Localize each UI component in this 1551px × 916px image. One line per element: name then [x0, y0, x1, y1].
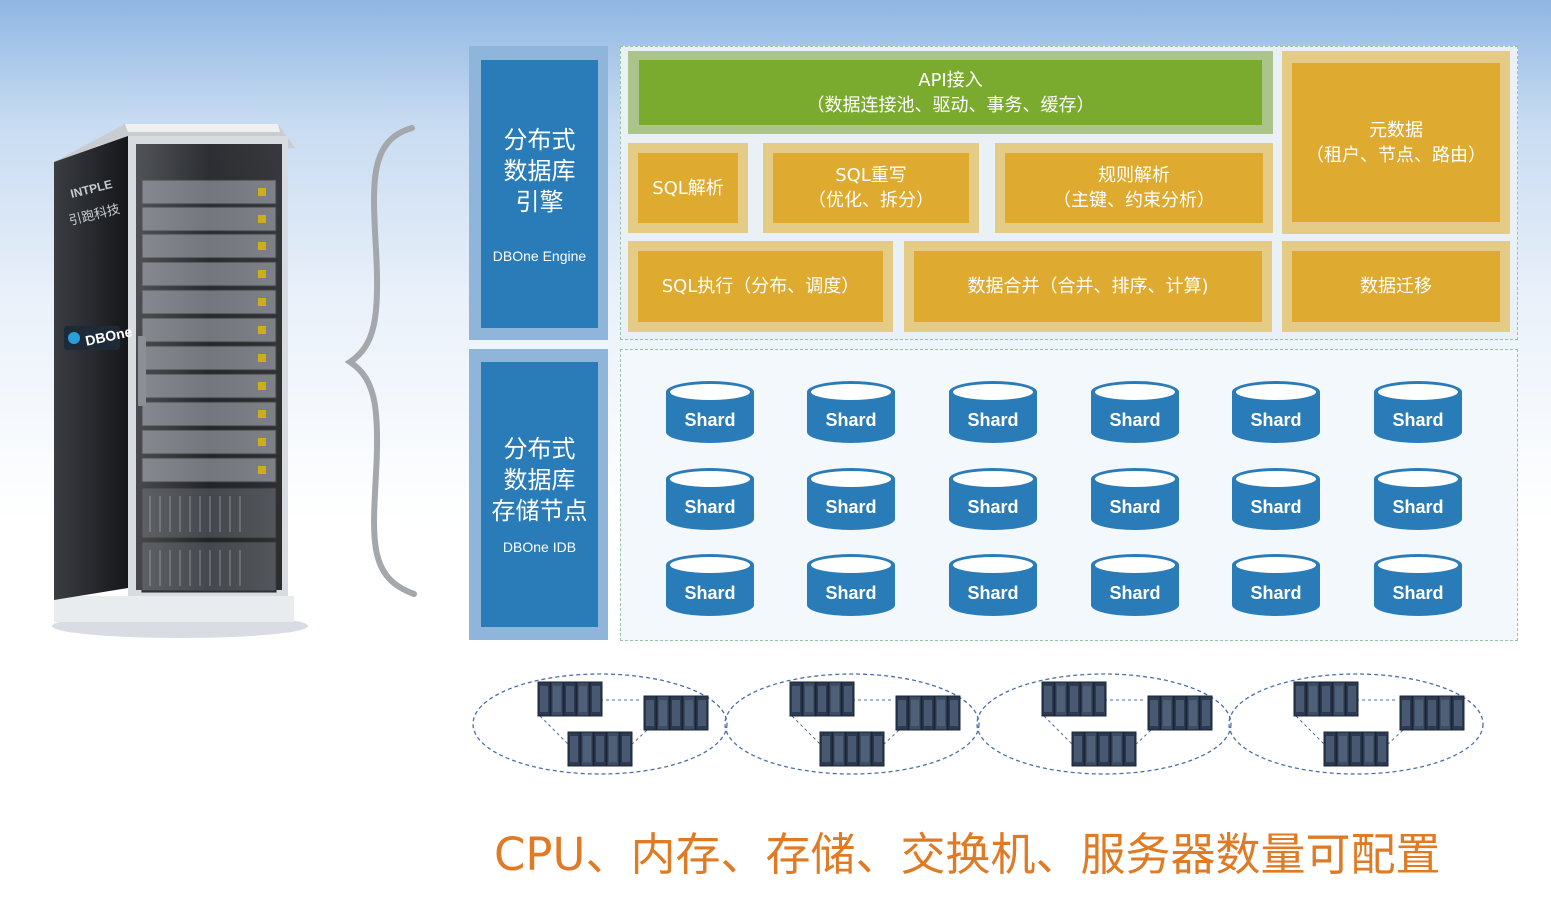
shard-label: Shard [1109, 410, 1161, 430]
shard-cylinder: Shard [1089, 553, 1181, 617]
storage-title: 分布式 数据库 存储节点 [491, 435, 588, 525]
metadata-block: 元数据 （租户、节点、路由） [1282, 51, 1510, 234]
data-merge-label: 数据合并（合并、排序、计算) [914, 251, 1262, 322]
rule-parse-block: 规则解析 （主键、约束分析） [995, 143, 1273, 233]
metadata-label: 元数据 （租户、节点、路由） [1292, 63, 1500, 222]
shard-label: Shard [825, 497, 877, 517]
api-access-block: API接入 （数据连接池、驱动、事务、缓存） [628, 51, 1273, 134]
server-clusters [470, 668, 1520, 780]
shard-cylinder: Shard [947, 467, 1039, 531]
server-cabinet-icon [1293, 681, 1359, 717]
configurable-resources-caption: CPU、内存、存储、交换机、服务器数量可配置 [494, 828, 1441, 881]
cluster-link [1295, 715, 1327, 747]
shard-label: Shard [1392, 497, 1444, 517]
shard-cylinder: Shard [805, 553, 897, 617]
shard-cylinder: Shard [947, 380, 1039, 444]
shard-label: Shard [825, 410, 877, 430]
rule-parse-label: 规则解析 （主键、约束分析） [1005, 153, 1263, 223]
storage-panel: 分布式 数据库 存储节点 DBOne IDB [469, 349, 608, 640]
shard-label: Shard [684, 497, 736, 517]
server-cabinet-icon [1399, 695, 1465, 731]
shard-label: Shard [967, 497, 1019, 517]
engine-title: 分布式 数据库 引擎 [503, 125, 576, 216]
shard-cylinder: Shard [1372, 553, 1464, 617]
shard-cylinder: Shard [1372, 467, 1464, 531]
shard-cylinder: Shard [805, 467, 897, 531]
server-cabinet-icon [537, 681, 603, 717]
shard-label: Shard [684, 410, 736, 430]
server-cabinet-icon [789, 681, 855, 717]
shard-label: Shard [1250, 497, 1302, 517]
server-cabinet-icon [895, 695, 961, 731]
curly-brace-icon [340, 120, 430, 600]
engine-subtitle: DBOne Engine [492, 247, 587, 264]
cluster-link [1043, 715, 1075, 747]
shard-cylinder: Shard [664, 380, 756, 444]
shard-label: Shard [1250, 583, 1302, 603]
shard-cylinder: Shard [1372, 380, 1464, 444]
server-cabinet-icon [1147, 695, 1213, 731]
data-migrate-block: 数据迁移 [1282, 241, 1510, 332]
shard-cylinder: Shard [1230, 467, 1322, 531]
shard-label: Shard [1250, 410, 1302, 430]
server-cabinet-icon [1323, 731, 1389, 767]
shard-label: Shard [684, 583, 736, 603]
cluster-ellipse [1228, 673, 1484, 775]
cluster-ellipse [976, 673, 1232, 775]
server-cabinet-icon [643, 695, 709, 731]
data-merge-block: 数据合并（合并、排序、计算) [904, 241, 1272, 332]
shard-cylinder: Shard [1089, 380, 1181, 444]
cluster-ellipse [472, 673, 728, 775]
server-rack-image: INTPLE 引跑科技 DBOne [40, 118, 310, 643]
cluster-link [791, 715, 823, 747]
shard-cylinder: Shard [1230, 380, 1322, 444]
shard-grid [620, 349, 1518, 641]
server-cabinet-icon [1041, 681, 1107, 717]
cluster-ellipse [724, 673, 980, 775]
shard-label: Shard [1392, 410, 1444, 430]
shard-label: Shard [825, 583, 877, 603]
shard-cylinder: Shard [805, 380, 897, 444]
data-migrate-label: 数据迁移 [1292, 251, 1500, 322]
shard-label: Shard [1109, 583, 1161, 603]
server-cabinet-icon [819, 731, 885, 767]
server-cabinet-icon [1071, 731, 1137, 767]
engine-panel: 分布式 数据库 引擎 DBOne Engine [469, 46, 608, 340]
server-cabinet-icon [567, 731, 633, 767]
sql-exec-block: SQL执行（分布、调度） [628, 241, 893, 332]
shard-cylinder: Shard [664, 467, 756, 531]
api-access-label: API接入 （数据连接池、驱动、事务、缓存） [639, 60, 1262, 125]
sql-rewrite-label: SQL重写 （优化、拆分） [773, 153, 969, 223]
sql-exec-label: SQL执行（分布、调度） [638, 251, 883, 322]
shard-cylinder: Shard [947, 553, 1039, 617]
shard-label: Shard [1392, 583, 1444, 603]
shard-cylinder: Shard [1089, 467, 1181, 531]
sql-parse-label: SQL解析 [638, 153, 738, 223]
shard-cylinder: Shard [1230, 553, 1322, 617]
storage-subtitle: DBOne IDB [502, 539, 577, 555]
sql-parse-block: SQL解析 [628, 143, 748, 233]
shard-cylinder: Shard [664, 553, 756, 617]
sql-rewrite-block: SQL重写 （优化、拆分） [763, 143, 979, 233]
shard-label: Shard [967, 410, 1019, 430]
shard-label: Shard [1109, 497, 1161, 517]
shard-label: Shard [967, 583, 1019, 603]
cluster-link [539, 715, 571, 747]
